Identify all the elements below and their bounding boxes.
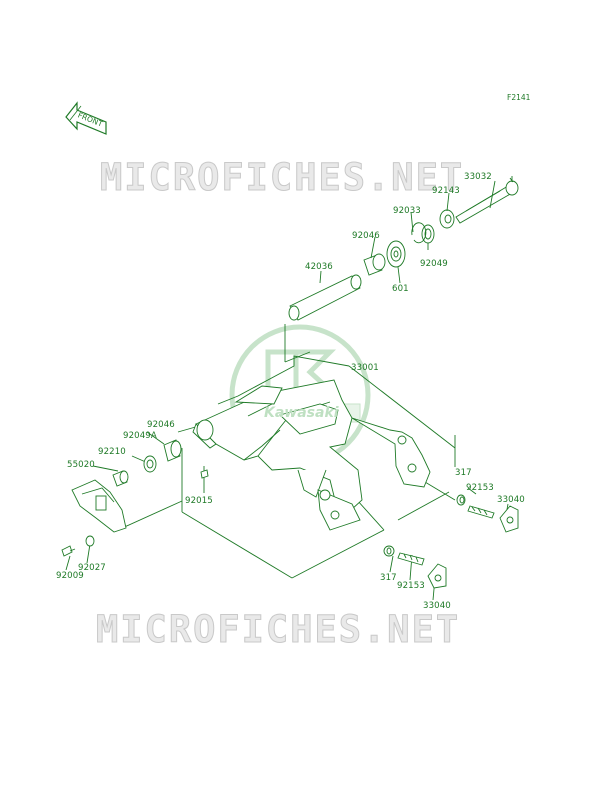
collar-92143 [439, 209, 455, 229]
sleeve-42036 [288, 274, 362, 321]
chain-guide-55020 [71, 479, 127, 533]
part-label-92033: 92033 [393, 206, 421, 216]
part-label-317-bottom: 317 [380, 573, 397, 583]
front-arrow-icon [65, 101, 107, 135]
adjuster-33040-right [499, 505, 519, 533]
part-label-601: 601 [392, 284, 409, 294]
bolt-92153-right [467, 505, 495, 519]
adjuster-33040-bottom [427, 563, 447, 589]
part-label-92210: 92210 [98, 447, 126, 457]
bearing-601 [386, 240, 406, 268]
part-label-92046-left: 92046 [147, 420, 175, 430]
part-label-92049: 92049 [420, 259, 448, 269]
bolt-92153-bottom [397, 552, 425, 566]
part-label-33040-right: 33040 [497, 495, 525, 505]
needle-bearing-left [163, 439, 182, 462]
part-label-92153-bottom: 92153 [397, 581, 425, 591]
part-label-33032: 33032 [464, 172, 492, 182]
part-label-92049A: 92049A [123, 431, 157, 441]
bolt-92009 [61, 545, 76, 557]
watermark-bottom: MICROFICHES.NET [95, 608, 461, 652]
part-label-33040-bottom: 33040 [423, 601, 451, 611]
part-label-55020: 55020 [67, 460, 95, 470]
part-label-92027: 92027 [78, 563, 106, 573]
needle-bearing-top [363, 253, 386, 276]
collar-92027 [85, 535, 95, 547]
grease-fitting-92015 [200, 469, 209, 479]
kawasaki-logo-text: Kawasaki [264, 405, 339, 421]
part-label-92143: 92143 [432, 186, 460, 196]
part-label-92009: 92009 [56, 571, 84, 581]
figure-code: F2141 [507, 93, 531, 102]
pivot-shaft [455, 176, 519, 224]
collar-92210 [112, 470, 129, 487]
swingarm-33001 [192, 379, 431, 531]
part-label-92046-top: 92046 [352, 231, 380, 241]
nut-317-right [456, 494, 466, 506]
seal-92049A [143, 455, 157, 473]
part-label-92153-right: 92153 [466, 483, 494, 493]
nut-317-bottom [383, 545, 395, 557]
watermark-top: MICROFICHES.NET [99, 156, 465, 200]
part-label-42036: 42036 [305, 262, 333, 272]
part-label-92015: 92015 [185, 496, 213, 506]
part-label-33001: 33001 [351, 363, 379, 373]
part-label-317-right: 317 [455, 468, 472, 478]
